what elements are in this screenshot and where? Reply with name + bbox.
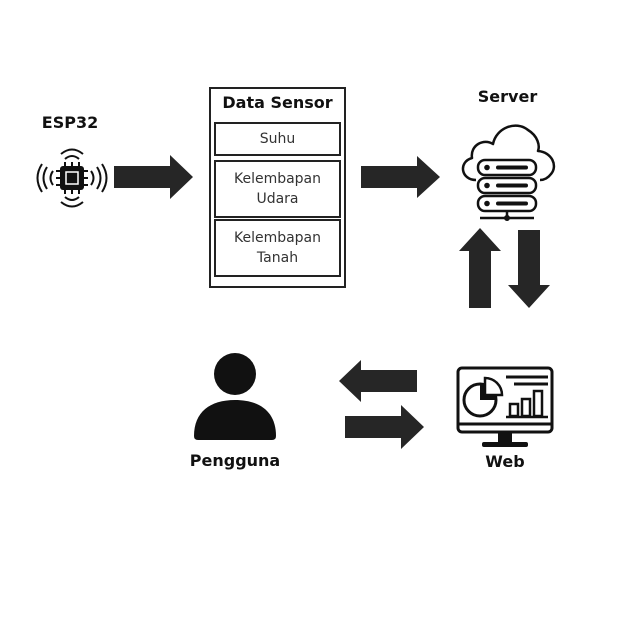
arrow-server-to-web xyxy=(508,230,550,308)
data-sensor-field-kelembapan-udara: Kelembapan Udara xyxy=(214,160,341,218)
chip-wireless-icon xyxy=(36,148,108,208)
arrow-user-to-web xyxy=(345,405,424,449)
server-label: Server xyxy=(477,87,538,106)
web-label: Web xyxy=(485,452,525,471)
esp32-label: ESP32 xyxy=(41,113,99,132)
user-label: Pengguna xyxy=(189,451,281,470)
monitor-dashboard-icon xyxy=(456,366,554,447)
data-sensor-field-suhu: Suhu xyxy=(214,122,341,156)
arrow-esp32-to-data-sensor xyxy=(114,155,193,199)
data-sensor-box: Data Sensor Suhu Kelembapan Udara Kelemb… xyxy=(209,87,346,288)
data-sensor-field-kelembapan-tanah: Kelembapan Tanah xyxy=(214,219,341,277)
arrow-web-to-server xyxy=(459,228,501,308)
data-sensor-title: Data Sensor xyxy=(222,93,333,112)
cloud-server-icon xyxy=(461,124,556,221)
person-icon xyxy=(194,353,276,440)
arrow-web-to-user xyxy=(339,360,417,402)
arrow-data-sensor-to-server xyxy=(361,156,440,198)
